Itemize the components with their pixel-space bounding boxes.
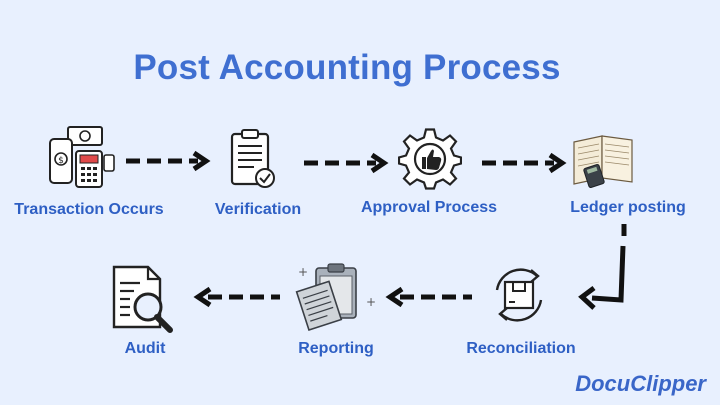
svg-text:$: $ bbox=[58, 156, 64, 166]
transaction-icon: $ bbox=[49, 126, 115, 188]
reports-icon: + + bbox=[295, 263, 376, 331]
arrow-down-left-turn bbox=[578, 224, 627, 310]
svg-text:+: + bbox=[366, 295, 376, 309]
step-label-verification: Verification bbox=[214, 201, 302, 218]
step-label-audit: Audit bbox=[124, 340, 166, 357]
step-label-transaction: Transaction Occurs bbox=[14, 201, 164, 218]
docuclipper-logo: DocuClipper bbox=[575, 371, 706, 396]
audit-magnifier-icon bbox=[112, 265, 173, 333]
reconciliation-box-icon bbox=[495, 268, 543, 322]
step-label-reporting: Reporting bbox=[298, 340, 374, 357]
gear-thumbs-up-icon bbox=[398, 128, 462, 190]
arrow-right-1 bbox=[126, 150, 211, 172]
svg-text:+: + bbox=[298, 265, 308, 279]
arrow-right-3 bbox=[482, 152, 567, 174]
step-label-ledger: Ledger posting bbox=[570, 199, 686, 216]
arrow-right-2 bbox=[304, 152, 389, 174]
page-title: Post Accounting Process bbox=[133, 48, 561, 87]
step-label-approval: Approval Process bbox=[360, 199, 498, 216]
clipboard-check-icon bbox=[230, 129, 275, 188]
arrow-left-2 bbox=[193, 286, 280, 308]
ledger-book-icon bbox=[573, 135, 633, 188]
arrow-left-1 bbox=[385, 286, 472, 308]
step-label-reconciliation: Reconciliation bbox=[466, 340, 576, 357]
